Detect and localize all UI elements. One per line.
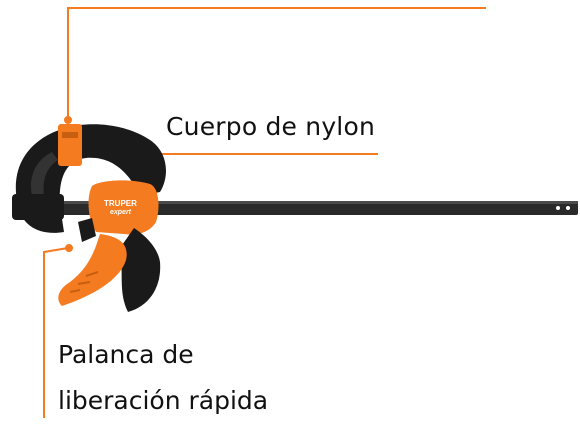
brand-plate xyxy=(98,196,152,216)
leader-line-top xyxy=(64,7,486,124)
callout-lever-line-1: Palanca de xyxy=(58,340,194,369)
brand-logo-text: TRUPER xyxy=(104,199,137,208)
steel-bar xyxy=(60,201,578,215)
release-lever xyxy=(78,218,96,242)
fixed-jaw xyxy=(12,124,166,233)
trigger-housing: TRUPER expert xyxy=(58,180,161,312)
brand-line-text: expert xyxy=(110,209,132,216)
callout-body-material: Cuerpo de nylon xyxy=(166,112,375,141)
leader-line-body xyxy=(139,153,378,161)
callout-lever-line-2: liberación rápida xyxy=(58,386,269,415)
jaw-pad-top xyxy=(58,124,82,166)
leader-line-lever xyxy=(43,244,73,418)
